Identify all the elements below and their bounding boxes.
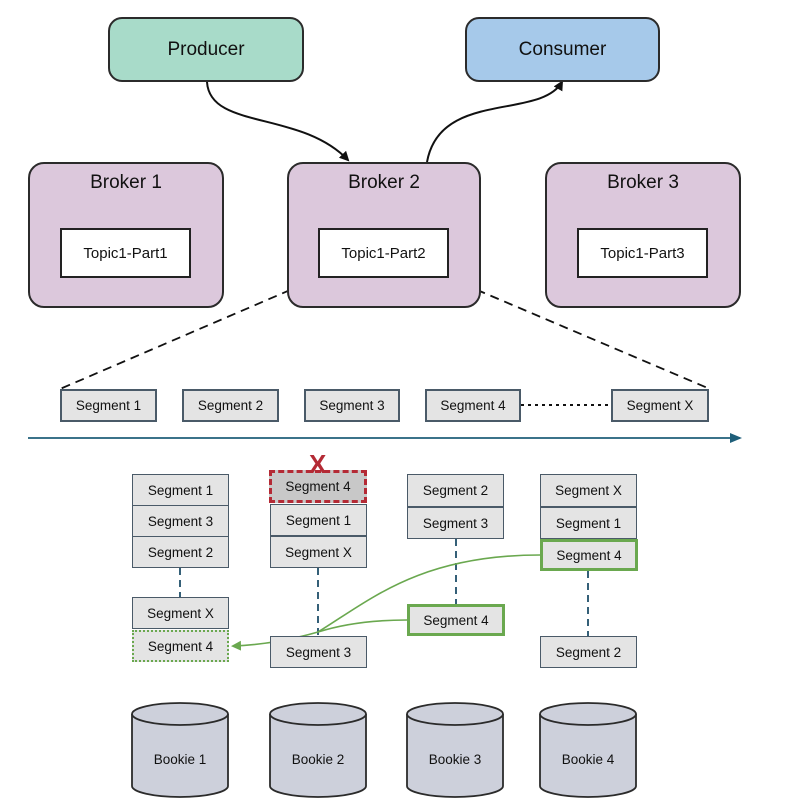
strip-segment-1: Segment 1: [60, 389, 157, 422]
bookie-2-segment-3: Segment 3: [270, 636, 367, 668]
bookie-4-segment-4: Segment 4: [540, 539, 638, 571]
bookie-3-segment-4: Segment 4: [407, 604, 505, 636]
bookie-2-segment-4-deleted: Segment 4: [269, 470, 367, 503]
bookie-1-segment-4-new: Segment 4: [132, 630, 229, 662]
bookie-4-cylinder: [539, 702, 637, 798]
bookie-2-label: Bookie 2: [291, 752, 345, 767]
broker-1-label: Broker 1: [90, 172, 162, 193]
bookie-4-label: Bookie 4: [561, 752, 615, 767]
bookie-3-cylinder: [406, 702, 504, 798]
zoom-line-left: [59, 277, 319, 390]
bookie-1-segment-3: Segment 3: [132, 505, 229, 537]
topic-partition-3: Topic1-Part3: [577, 228, 708, 278]
deleted-x-mark: X: [309, 449, 327, 479]
bookie-3-segment-3: Segment 3: [407, 507, 504, 539]
zoom-line-right: [448, 277, 711, 390]
bookie-2-cylinder: [269, 702, 367, 798]
broker-to-consumer-arrow: [426, 80, 564, 163]
replication-line-bookie3: [317, 619, 408, 633]
topic-partition-1: Topic1-Part1: [60, 228, 191, 278]
bookie-1-cylinder: [131, 702, 229, 798]
producer-node: Producer: [108, 17, 304, 82]
producer-to-broker-arrow: [206, 81, 350, 162]
strip-segment-x: Segment X: [611, 389, 709, 422]
broker-2-label: Broker 2: [348, 172, 420, 193]
bookie-2-segment-x: Segment X: [270, 536, 367, 568]
strip-segment-3: Segment 3: [304, 389, 400, 422]
bookie-4-segment-2: Segment 2: [540, 636, 637, 668]
strip-segment-2: Segment 2: [182, 389, 279, 422]
bookie-3-segment-2: Segment 2: [407, 474, 504, 507]
replication-line-bookie4: [317, 554, 541, 633]
consumer-node: Consumer: [465, 17, 660, 82]
bookie-4-segment-x: Segment X: [540, 474, 637, 507]
bookie-4-segment-1: Segment 1: [540, 507, 637, 539]
bookie-1-segment-1: Segment 1: [132, 474, 229, 506]
bookie-1-segment-x: Segment X: [132, 597, 229, 629]
bookie-1-label: Bookie 1: [153, 752, 207, 767]
bookie-1-segment-2: Segment 2: [132, 536, 229, 568]
strip-segment-4: Segment 4: [425, 389, 521, 422]
broker-3-label: Broker 3: [607, 172, 679, 193]
topic-partition-2: Topic1-Part2: [318, 228, 449, 278]
bookie-2-segment-1: Segment 1: [270, 504, 367, 536]
bookie-3-label: Bookie 3: [428, 752, 482, 767]
